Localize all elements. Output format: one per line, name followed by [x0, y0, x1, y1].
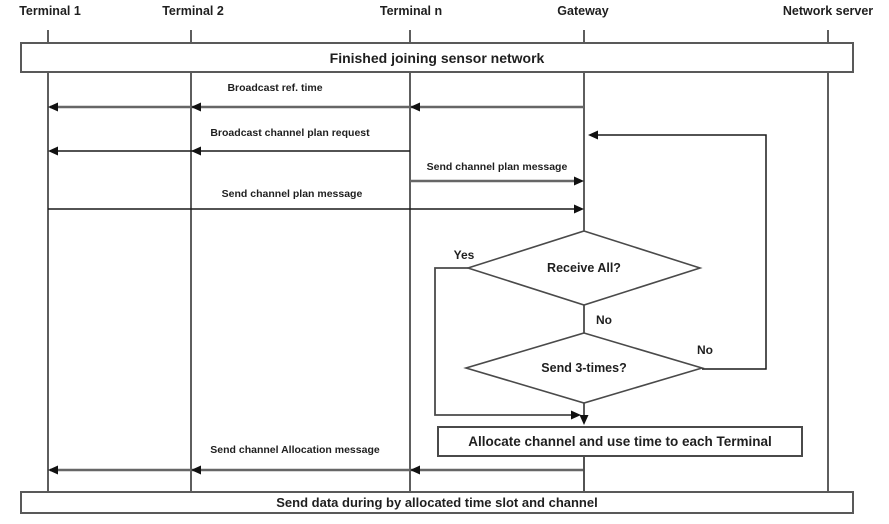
message-label-broadcast-ref-time: Broadcast ref. time — [227, 82, 323, 94]
branch-label-no-receive: No — [596, 313, 612, 327]
request-arrows — [48, 150, 581, 210]
decision-label-send-3-times: Send 3-times? — [541, 361, 627, 375]
participant-label-network-server: Network server — [782, 4, 874, 18]
participant-label-gateway: Gateway — [557, 4, 609, 18]
diamond-send-3-times — [463, 332, 705, 404]
retry-loop-line — [592, 134, 767, 370]
message-label-send-channel-allocation: Send channel Allocation message — [210, 444, 380, 456]
branch-label-yes: Yes — [453, 248, 475, 262]
message-label-send-channel-plan-terminal-n: Send channel plan message — [426, 161, 568, 173]
branch-label-no-retry: No — [697, 343, 713, 357]
decision-diamonds — [463, 230, 705, 404]
arrowheads — [48, 102, 598, 475]
broadcast-arrows — [50, 105, 584, 472]
banner-send-data: Send data during by allocated time slot … — [20, 491, 854, 514]
participant-label-terminal-n: Terminal n — [379, 4, 443, 18]
banner-finished-joining: Finished joining sensor network — [20, 42, 854, 73]
diamond-receive-all — [465, 230, 703, 306]
connector-yes-branch — [434, 267, 576, 416]
message-label-broadcast-channel-plan-request: Broadcast channel plan request — [210, 127, 370, 139]
participant-label-terminal-2: Terminal 2 — [162, 4, 224, 18]
lifelines — [47, 30, 829, 492]
decision-label-receive-all: Receive All? — [547, 261, 621, 275]
message-label-send-channel-plan-terminals: Send channel plan message — [221, 188, 363, 200]
process-box-allocate-channel: Allocate channel and use time to each Te… — [437, 426, 803, 457]
participant-label-terminal-1: Terminal 1 — [19, 4, 81, 18]
